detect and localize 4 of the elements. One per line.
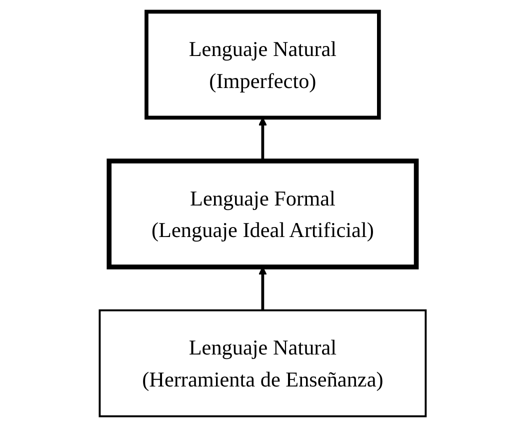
node-box: Lenguaje Formal (Lenguaje Ideal Artificial) (106, 158, 418, 269)
arrow (258, 116, 267, 161)
node-box: Lenguaje Natural (Herramienta de Enseñanza) (98, 308, 426, 417)
node-box: Lenguaje Natural (Imperfecto) (144, 9, 381, 120)
